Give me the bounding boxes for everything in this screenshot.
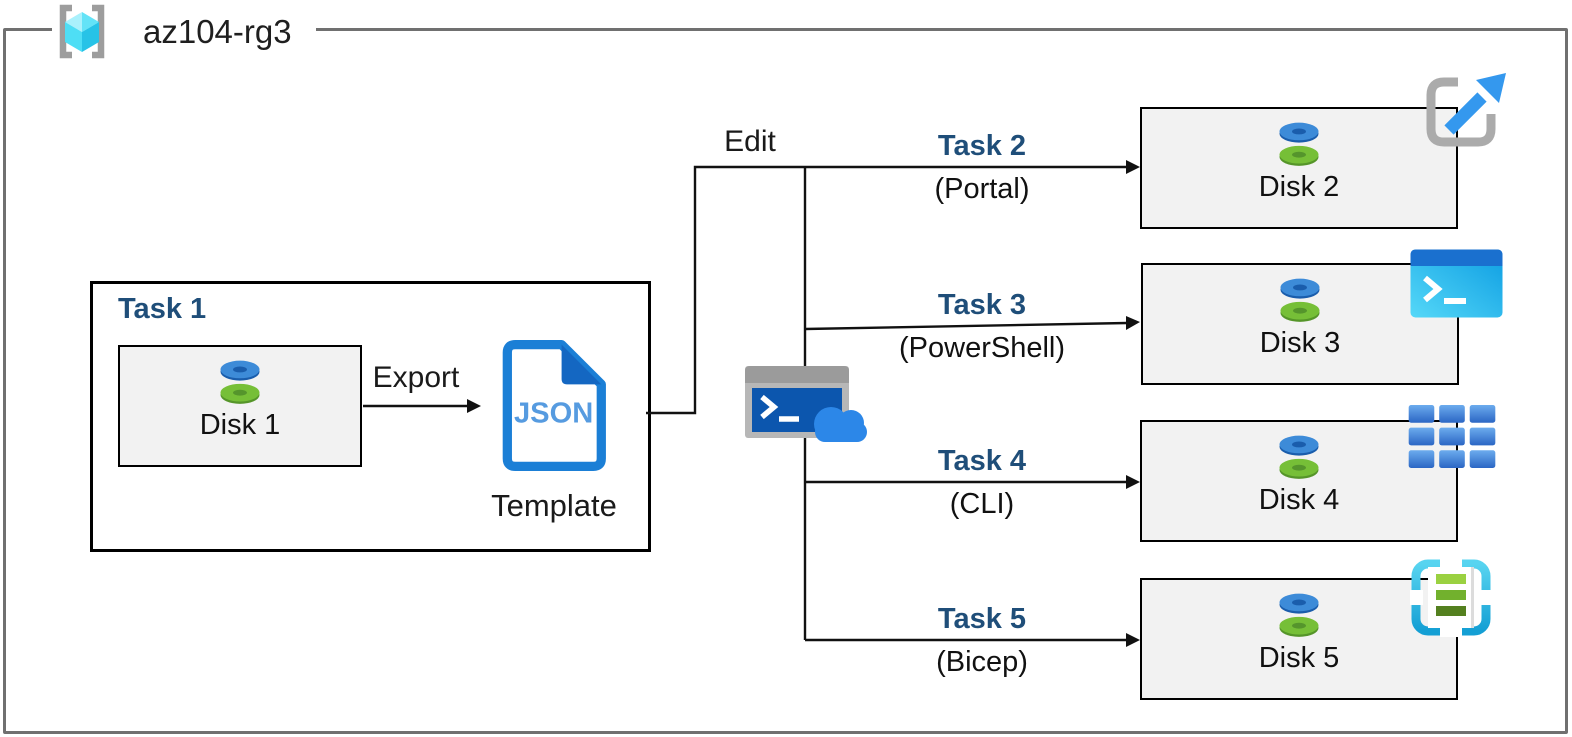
managed-disk-icon — [220, 360, 260, 404]
disk5-label: Disk 5 — [1258, 642, 1340, 674]
folded-corner — [561, 344, 602, 385]
task2-method: (Portal) — [934, 173, 1030, 205]
disk4-box: Disk 4 — [1140, 420, 1458, 542]
task5-label: Task 5 — [937, 603, 1027, 635]
disk5-box: Disk 5 — [1140, 578, 1458, 700]
disk3-label: Disk 3 — [1259, 327, 1341, 359]
managed-disk-icon — [1279, 435, 1319, 479]
managed-disk-icon — [1279, 593, 1319, 637]
cloud-shell-icon — [745, 366, 867, 442]
task2-label: Task 2 — [937, 130, 1027, 162]
task4-label: Task 4 — [937, 445, 1027, 477]
resource-group-frame — [3, 28, 1568, 734]
disk2-box: Disk 2 — [1140, 107, 1458, 229]
resource-group-icon — [59, 4, 105, 59]
edit-connector-line — [646, 165, 1127, 415]
task4-arrowhead — [1126, 475, 1140, 489]
task1-label: Task 1 — [118, 293, 207, 325]
task5-method: (Bicep) — [936, 646, 1028, 678]
task3-label: Task 3 — [937, 289, 1027, 321]
portal-open-icon — [1426, 73, 1506, 147]
resource-group-name: az104-rg3 — [143, 13, 292, 50]
task4-method: (CLI) — [949, 488, 1015, 520]
task3-arrowhead — [1126, 316, 1140, 330]
cli-grid-icon — [1408, 405, 1496, 468]
json-file-icon: JSON — [502, 339, 606, 472]
managed-disk-icon — [1280, 278, 1320, 322]
disk3-box: Disk 3 — [1141, 263, 1459, 385]
task5-arrowhead — [1126, 633, 1140, 647]
task2-arrowhead — [1126, 160, 1140, 174]
template-label: Template — [491, 488, 617, 523]
task3-line — [804, 321, 1128, 331]
export-arrowhead — [467, 399, 481, 413]
task3-method: (PowerShell) — [899, 332, 1065, 364]
json-file-type-text: JSON — [514, 398, 593, 430]
disk1-box: Disk 1 — [118, 345, 362, 467]
managed-disk-icon — [1279, 122, 1319, 166]
edit-label: Edit — [724, 125, 776, 158]
powershell-icon — [1410, 249, 1503, 318]
export-label: Export — [372, 361, 460, 394]
bicep-template-icon — [1410, 558, 1492, 637]
disk1-label: Disk 1 — [199, 409, 281, 441]
disk2-label: Disk 2 — [1258, 171, 1340, 203]
disk4-label: Disk 4 — [1258, 484, 1340, 516]
cloud-glyph — [814, 407, 867, 442]
